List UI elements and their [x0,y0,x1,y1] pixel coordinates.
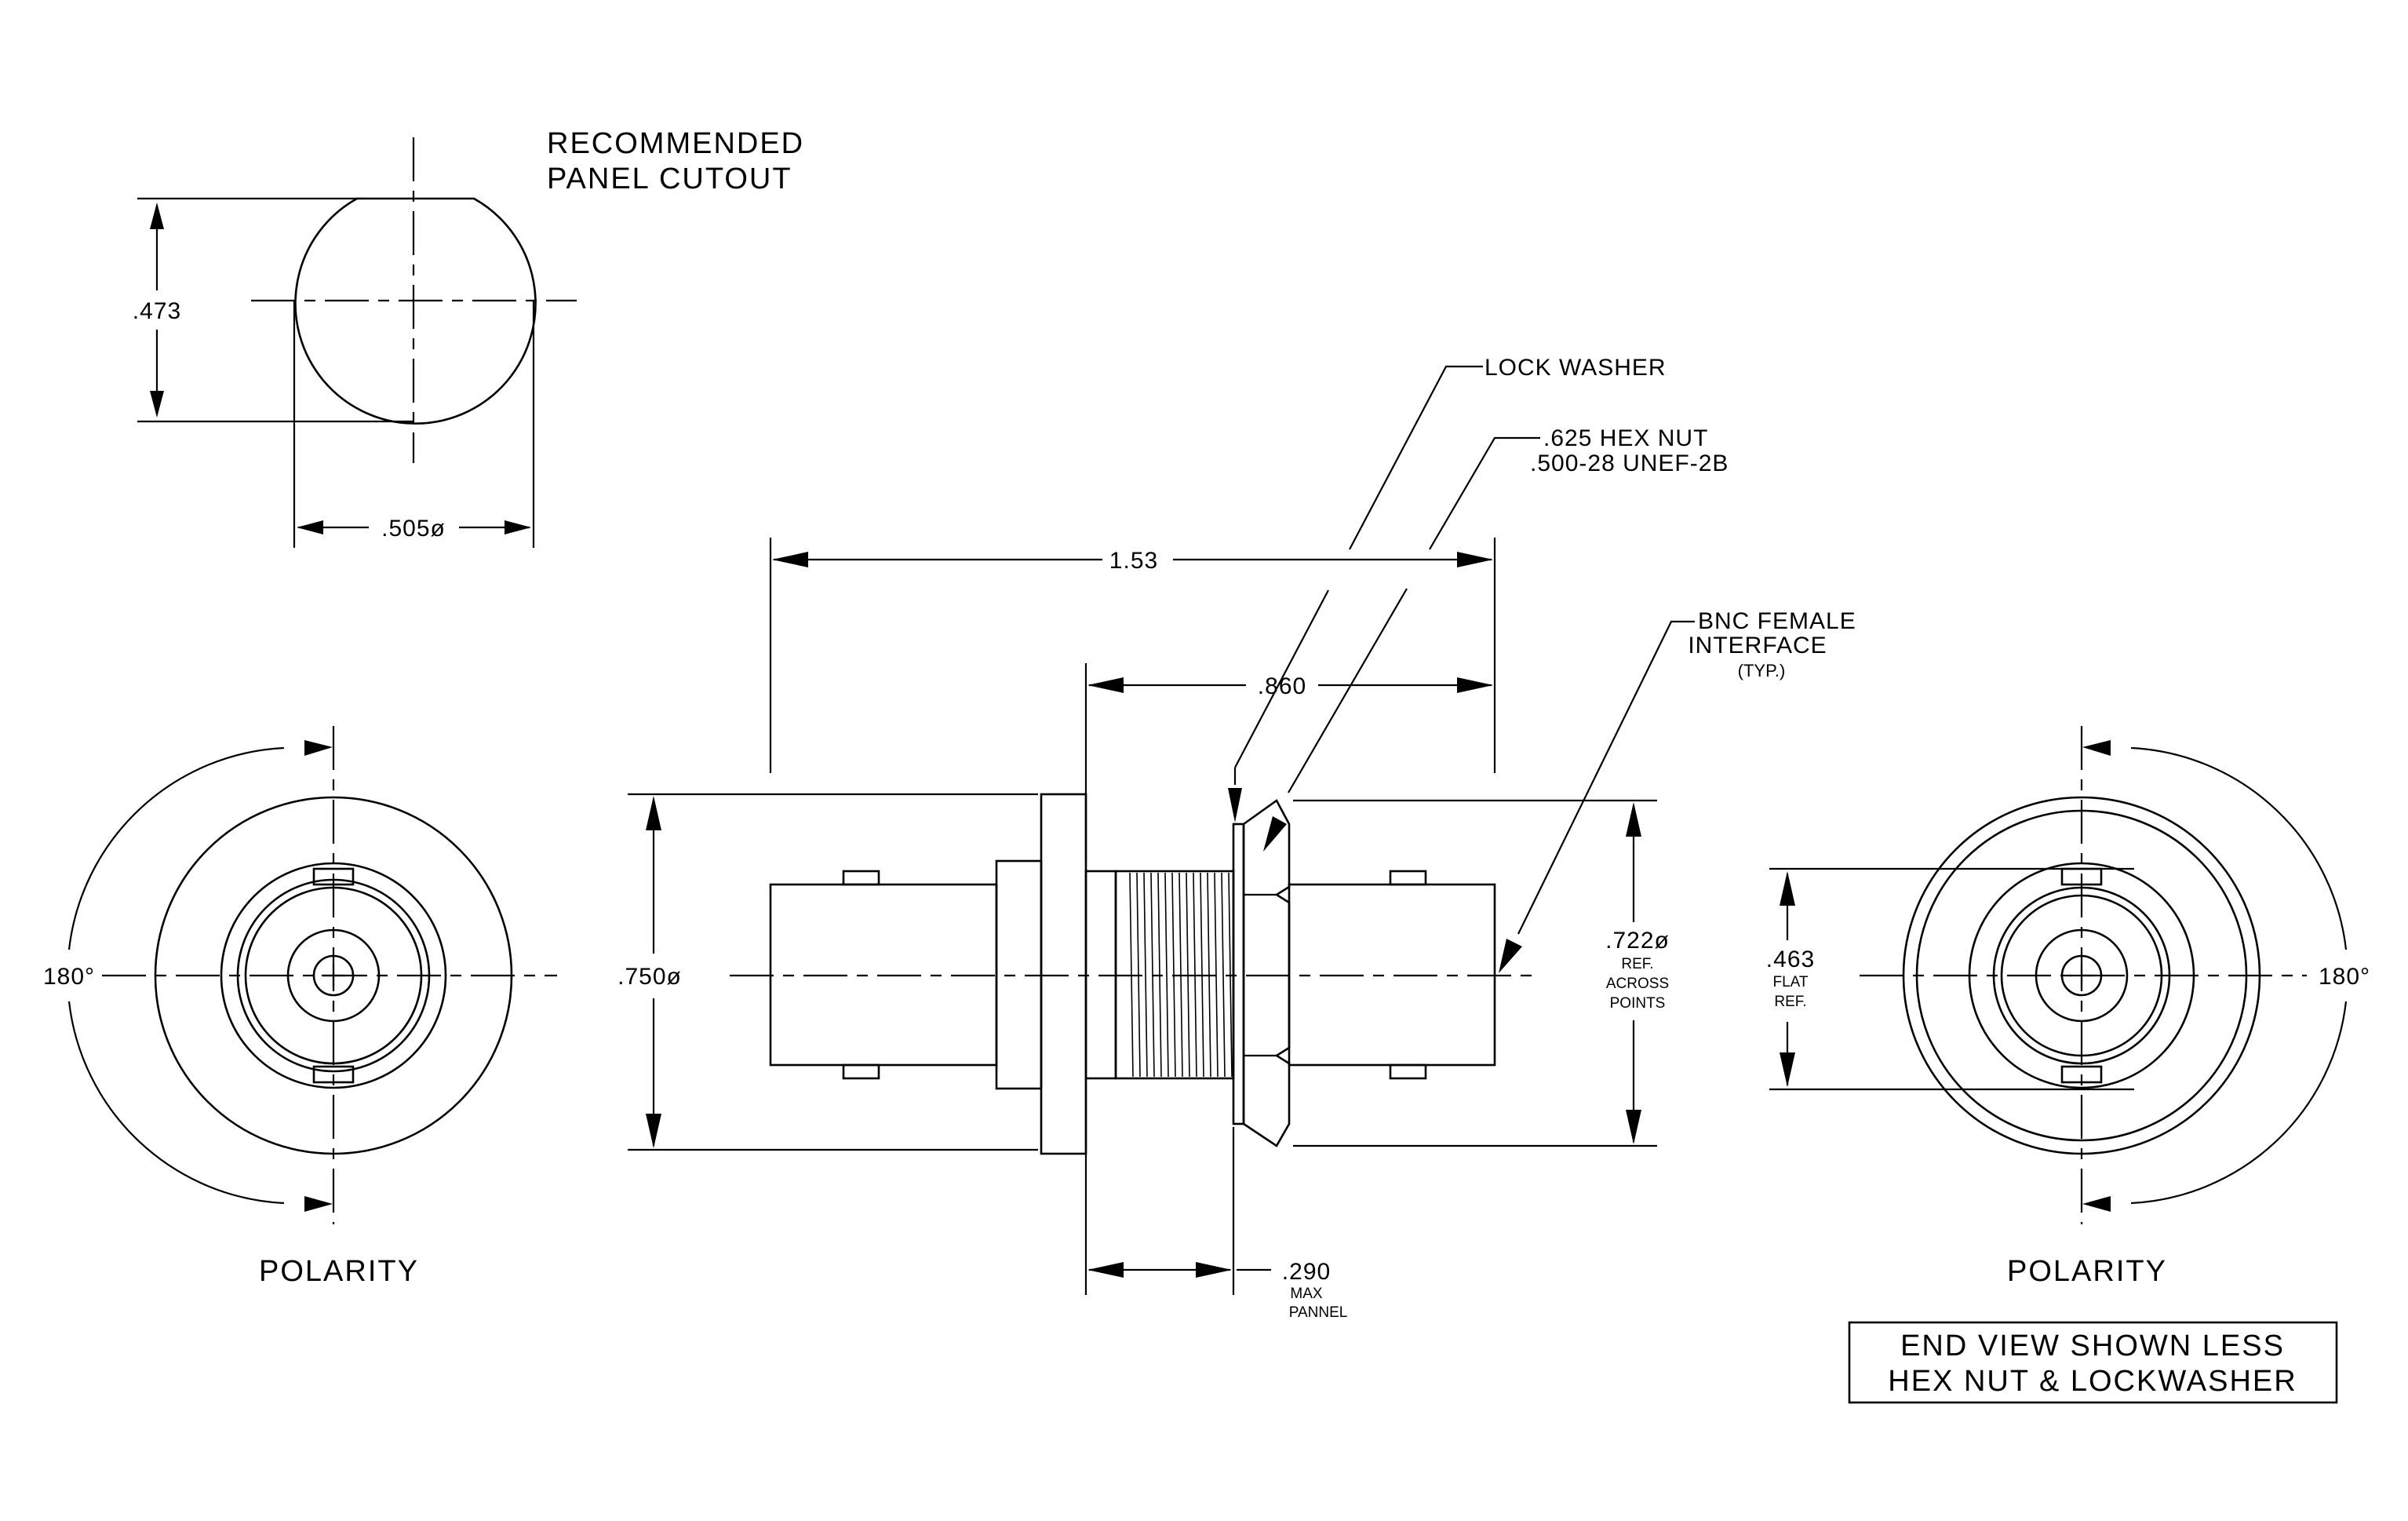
callouts: LOCK WASHER .625 HEX NUT .500-28 UNEF-2B… [1228,355,1856,973]
thread-line [1221,872,1226,1078]
hex-note-across: ACROSS [1606,976,1669,992]
overall-length-dim: 1.53 [1109,548,1158,574]
flange-diameter-dim: .750ø [617,964,682,990]
flat-note2: REF. [1774,994,1806,1010]
left-end-view: 180° POLARITY [43,726,557,1288]
right-end-view: .463 FLAT REF. 180° POLARITY [1766,726,2370,1288]
hex-note-ref: REF. [1621,956,1653,972]
flat-dim: .463 [1766,947,1815,972]
hex-nut [1242,799,1291,1147]
right-angle-label: 180° [2319,964,2370,990]
side-view: 1.53 .860 .750ø .722ø REF. ACROSS POINTS [617,538,1670,1321]
panel-cutout-view: .473 .505ø RECOMMENDED PANEL CUTOUT [133,127,804,548]
flange [1040,793,1087,1155]
lock-washer-callout: LOCK WASHER [1485,355,1667,381]
hex-nut-callout-line1: .625 HEX NUT [1543,425,1708,451]
hex-note-points: POINTS [1610,995,1666,1012]
right-polarity-label: POLARITY [2007,1255,2167,1288]
cutout-diameter-dim: .505ø [381,516,446,542]
lock-washer [1232,823,1245,1125]
panel-max-dim: .290 [1282,1259,1331,1285]
left-polarity-label: POLARITY [259,1255,419,1288]
panel-max-note1: MAX [1290,1286,1323,1302]
bnc-callout-line1: BNC FEMALE [1698,608,1856,634]
left-angle-label: 180° [43,964,95,990]
hex-diameter-dim: .722ø [1605,928,1670,954]
hex-nut-callout-line2: .500-28 UNEF-2B [1530,450,1729,476]
panel-max-note2: PANNEL [1289,1304,1348,1321]
bnc-callout-line2: INTERFACE [1688,633,1827,658]
thread-line [1164,872,1169,1078]
note-line2: HEX NUT & LOCKWASHER [1888,1365,2297,1398]
cutout-outline [294,197,537,425]
note-line1: END VIEW SHOWN LESS [1900,1330,2285,1362]
cutout-title-line1: RECOMMENDED [547,127,804,160]
note-box: END VIEW SHOWN LESS HEX NUT & LOCKWASHER [1848,1321,2338,1404]
cutout-height-dim: .473 [133,298,181,324]
flat-note1: FLAT [1772,974,1808,990]
thread-line [1143,872,1148,1078]
bnc-callout-line3: (TYP.) [1738,661,1786,680]
cutout-title-line2: PANEL CUTOUT [547,162,792,195]
